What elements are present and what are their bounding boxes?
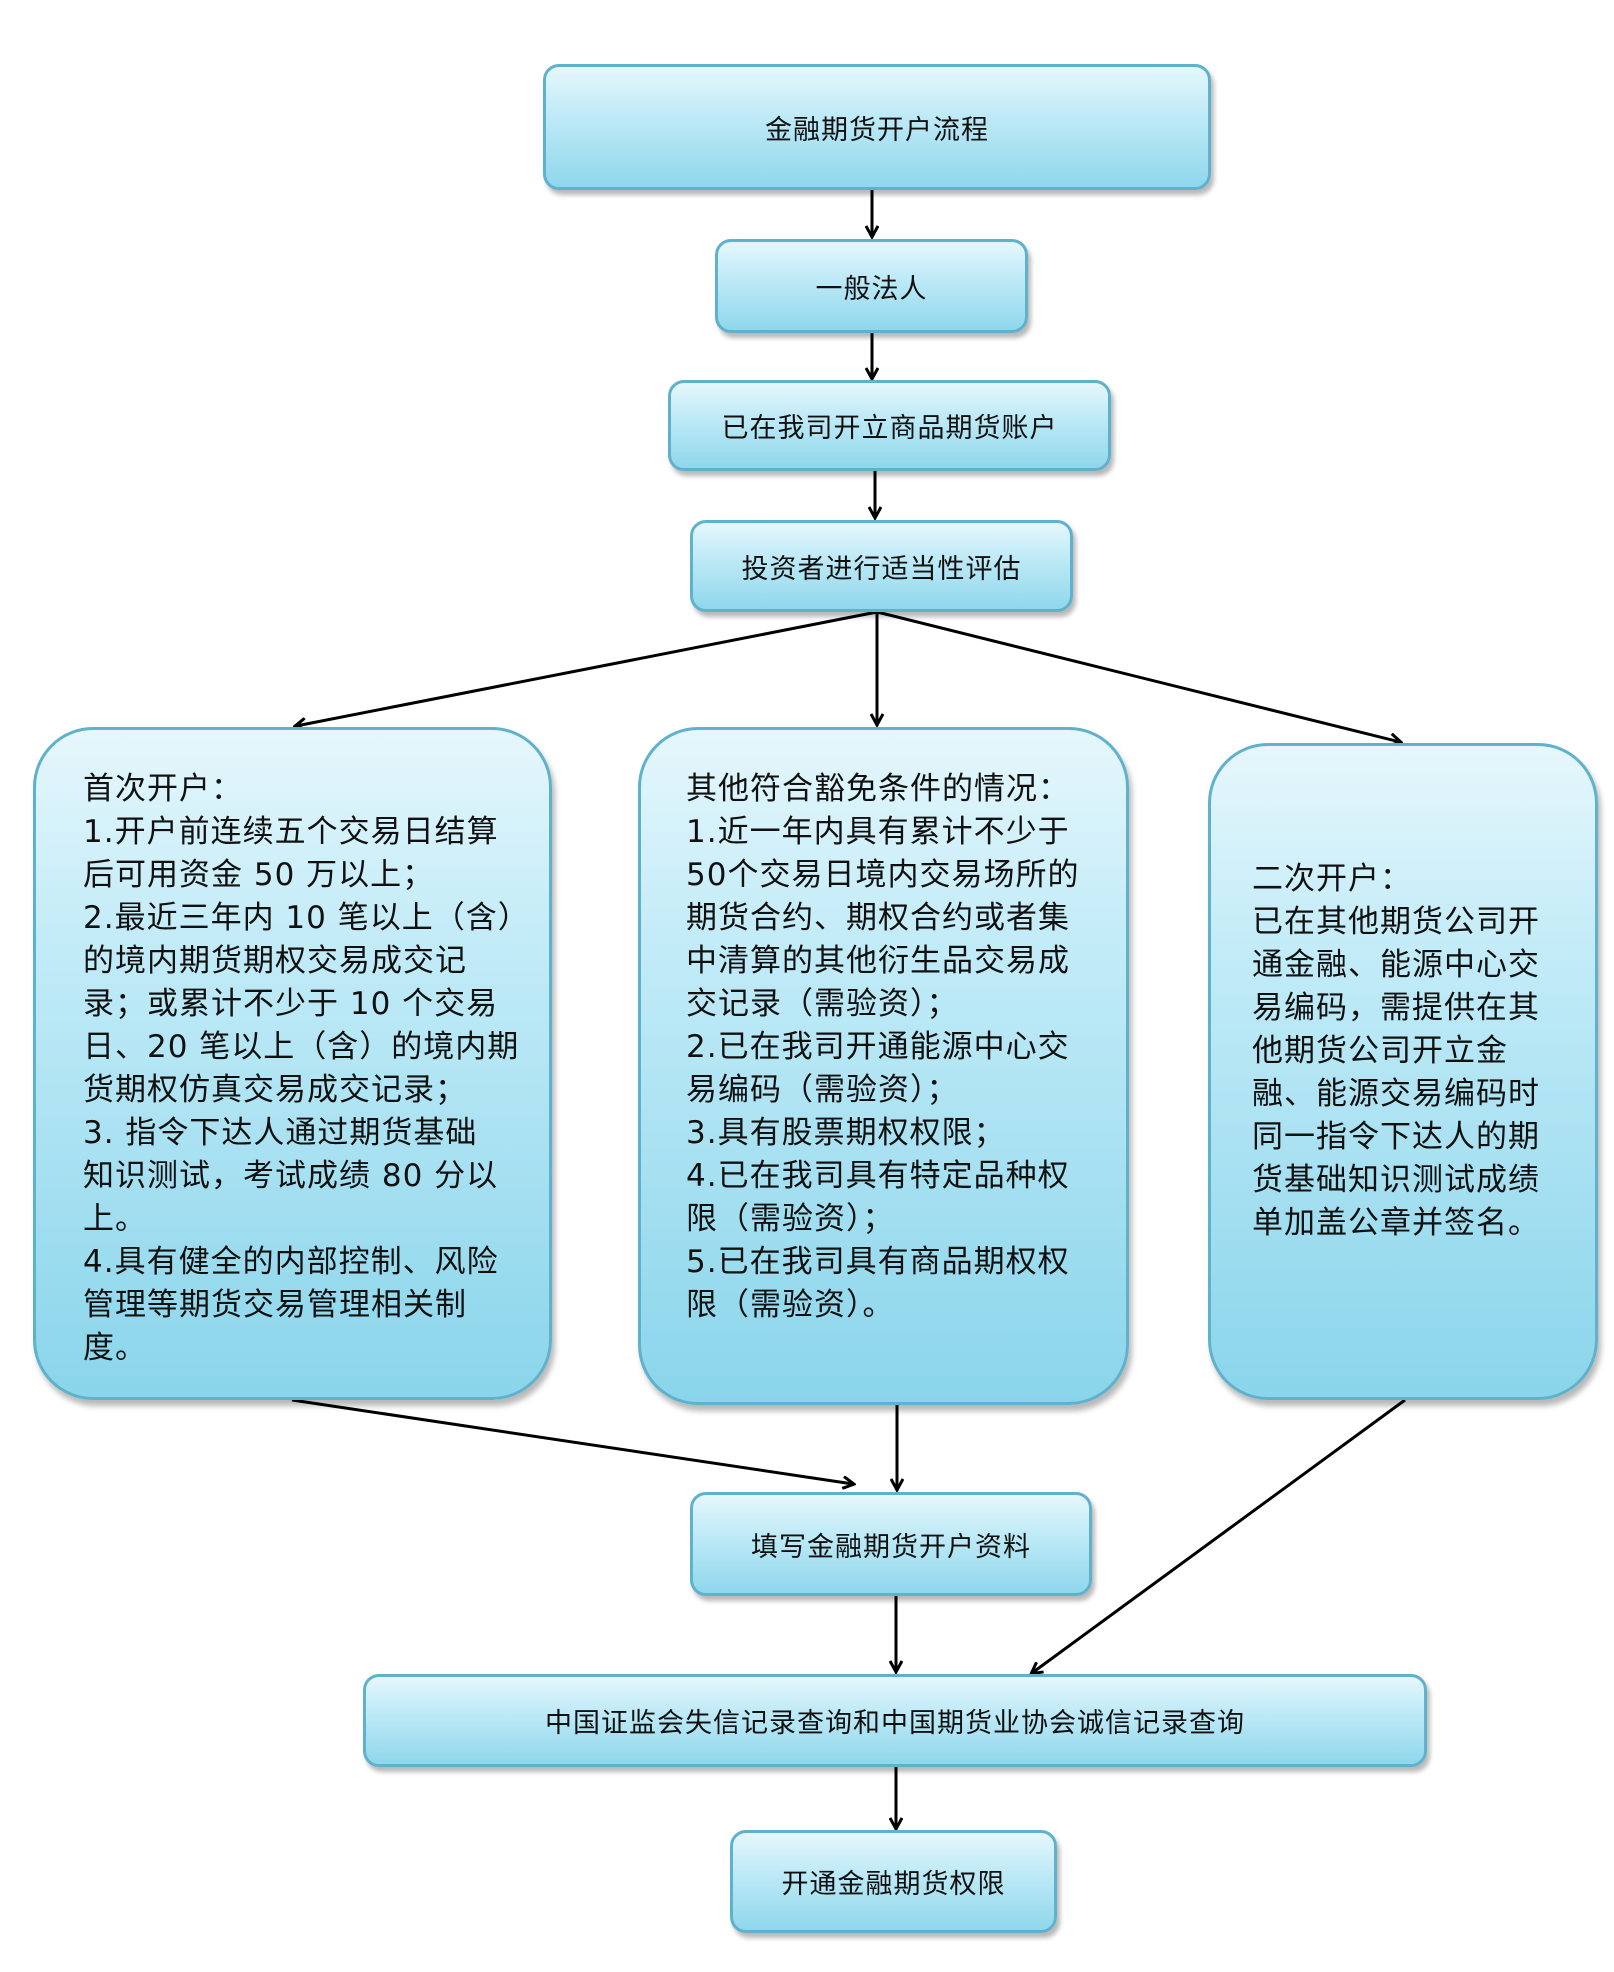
branch-line: 1.开户前连续五个交易日结算 <box>83 814 499 850</box>
commodity-account-node: 已在我司开立商品期货账户 <box>668 380 1111 471</box>
fill-materials-node: 填写金融期货开户资料 <box>690 1492 1092 1596</box>
branch-line: 货期权仿真交易成交记录； <box>83 1072 467 1108</box>
first-open-branch: 首次开户： 1.开户前连续五个交易日结算 后可用资金 50 万以上； 2.最近三… <box>33 727 552 1400</box>
commodity-account-label: 已在我司开立商品期货账户 <box>721 413 1058 444</box>
branch-line: 其他符合豁免条件的情况： <box>686 771 1070 807</box>
branch-line: 知识测试，考试成绩 80 分以 <box>83 1158 499 1194</box>
branch-line: 4.具有健全的内部控制、风险 <box>83 1244 499 1280</box>
title-node: 金融期货开户流程 <box>543 64 1211 190</box>
second-open-branch: 二次开户： 已在其他期货公司开 通金融、能源中心交 易编码，需提供在其 他期货公… <box>1208 743 1598 1400</box>
branch-line: 度。 <box>83 1330 147 1366</box>
arrow-first-to-fill <box>291 1398 853 1484</box>
branch-line: 2.已在我司开通能源中心交 <box>686 1029 1070 1065</box>
branch-line: 3.具有股票期权权限； <box>686 1115 1006 1151</box>
branch-line: 1.近一年内具有累计不少于 <box>686 814 1070 850</box>
credit-check-label: 中国证监会失信记录查询和中国期货业协会诚信记录查询 <box>545 1708 1245 1739</box>
branch-line: 易编码，需提供在其 <box>1252 990 1540 1026</box>
branch-line: 3. 指令下达人通过期货基础 <box>83 1115 478 1151</box>
open-permission-node: 开通金融期货权限 <box>730 1830 1057 1933</box>
arrow-second-to-check <box>1032 1398 1406 1673</box>
branch-line: 融、能源交易编码时 <box>1252 1076 1540 1112</box>
branch-line: 他期货公司开立金 <box>1252 1033 1508 1069</box>
credit-check-node: 中国证监会失信记录查询和中国期货业协会诚信记录查询 <box>363 1674 1427 1767</box>
branch-line: 易编码（需验资）； <box>686 1072 959 1108</box>
branch-line: 50个交易日境内交易场所的 <box>686 857 1080 893</box>
branch-line: 限（需验资）。 <box>686 1287 895 1323</box>
branch-line: 5.已在我司具有商品期权权 <box>686 1244 1070 1280</box>
open-permission-label: 开通金融期货权限 <box>781 1869 1006 1900</box>
general-legal-person-node: 一般法人 <box>715 239 1028 333</box>
suitability-assessment-label: 投资者进行适当性评估 <box>741 553 1022 585</box>
branch-line: 上。 <box>83 1201 147 1237</box>
branch-line: 交记录（需验资）； <box>686 986 959 1022</box>
branch-line: 通金融、能源中心交 <box>1252 947 1540 983</box>
branch-line: 4.已在我司具有特定品种权 <box>686 1158 1070 1194</box>
exemption-branch: 其他符合豁免条件的情况： 1.近一年内具有累计不少于 50个交易日境内交易场所的… <box>638 727 1129 1405</box>
arrow-assessment-to-first <box>296 610 878 726</box>
branch-line: 管理等期货交易管理相关制 <box>83 1287 467 1323</box>
branch-line: 中清算的其他衍生品交易成 <box>686 943 1070 979</box>
arrow-assessment-to-second <box>876 610 1400 742</box>
branch-line: 已在其他期货公司开 <box>1252 904 1540 940</box>
branch-line: 首次开户： <box>83 771 243 807</box>
branch-line: 同一指令下达人的期 <box>1252 1119 1540 1155</box>
branch-line: 的境内期货期权交易成交记 <box>83 943 467 979</box>
branch-line: 二次开户： <box>1252 861 1412 897</box>
general-legal-person-label: 一般法人 <box>815 273 928 305</box>
branch-line: 日、20 笔以上（含）的境内期 <box>83 1029 520 1065</box>
branch-line: 期货合约、期权合约或者集 <box>686 900 1070 936</box>
branch-line: 单加盖公章并签名。 <box>1252 1205 1540 1241</box>
branch-line: 限（需验资）； <box>686 1201 895 1237</box>
branch-line: 货基础知识测试成绩 <box>1252 1162 1540 1198</box>
suitability-assessment-node: 投资者进行适当性评估 <box>690 520 1073 612</box>
title-node-label: 金融期货开户流程 <box>765 114 989 146</box>
branch-line: 录；或累计不少于 10 个交易 <box>83 986 499 1022</box>
fill-materials-label: 填写金融期货开户资料 <box>751 1531 1031 1563</box>
branch-line: 后可用资金 50 万以上； <box>83 857 435 893</box>
branch-line: 2.最近三年内 10 笔以上（含） <box>83 900 530 936</box>
